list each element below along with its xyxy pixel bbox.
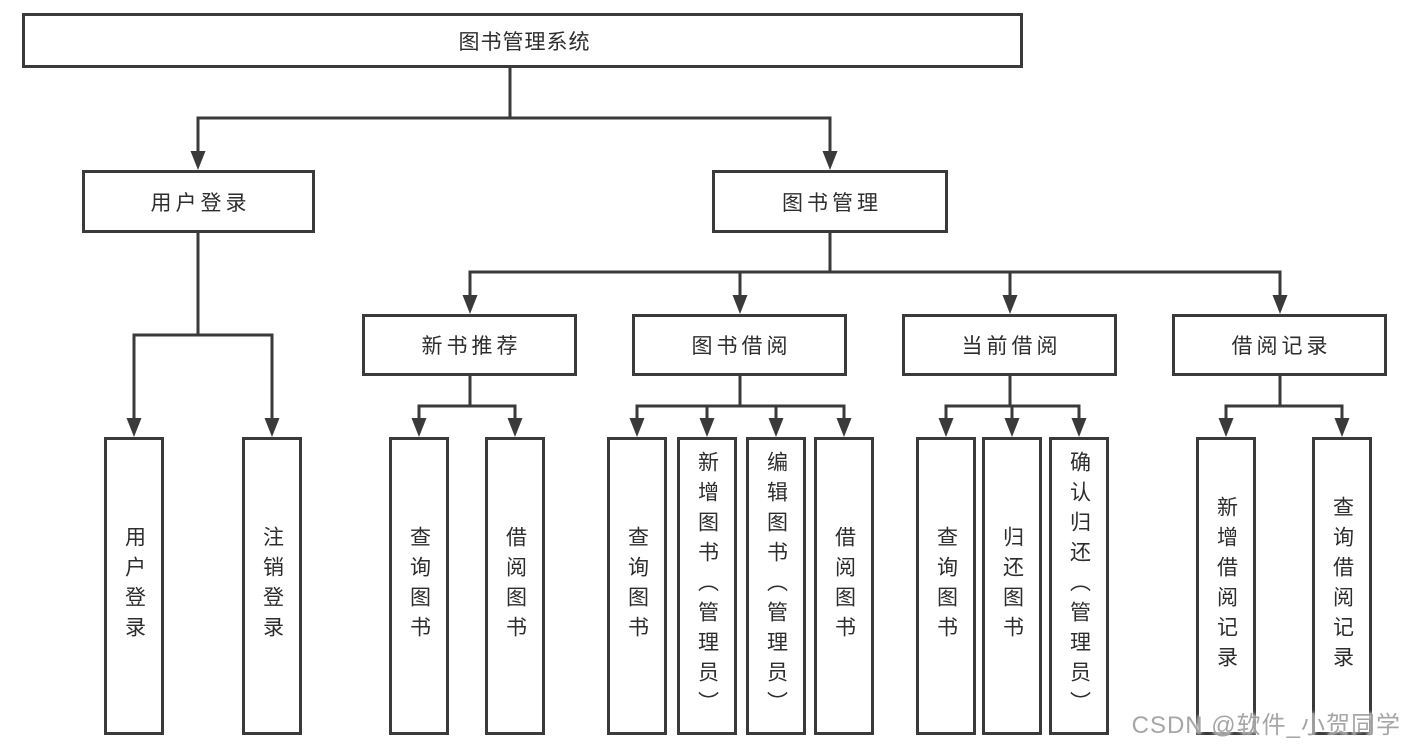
leaf-label: 查询借阅记录 bbox=[1330, 496, 1354, 676]
leaf-label: 借阅图书 bbox=[503, 526, 527, 646]
leaf-label: 确认归还（管理员） bbox=[1067, 451, 1091, 721]
node-label: 新书推荐 bbox=[421, 335, 522, 358]
node-label: 借阅记录 bbox=[1231, 335, 1332, 358]
node-book-borrowing: 图书借阅 bbox=[632, 314, 847, 376]
leaf-label: 查询图书 bbox=[625, 526, 649, 646]
leaf-borrowing-borrow-books: 借阅图书 bbox=[814, 437, 874, 735]
node-new-book-recommendation: 新书推荐 bbox=[362, 314, 577, 376]
node-library-management-system: 图书管理系统 bbox=[22, 13, 1023, 68]
leaf-label: 编辑图书（管理员） bbox=[764, 451, 788, 721]
leaf-recommend-query-books: 查询图书 bbox=[389, 437, 449, 735]
leaf-recommend-borrow-books: 借阅图书 bbox=[485, 437, 545, 735]
leaf-label: 查询图书 bbox=[407, 526, 431, 646]
node-label: 图书管理系统 bbox=[458, 30, 591, 54]
node-label: 图书管理 bbox=[782, 191, 882, 215]
leaf-borrowing-query-books: 查询图书 bbox=[607, 437, 667, 735]
leaf-label: 用户登录 bbox=[122, 526, 146, 646]
leaf-label: 归还图书 bbox=[1000, 526, 1024, 646]
node-borrowing-records: 借阅记录 bbox=[1172, 314, 1387, 376]
leaf-label: 借阅图书 bbox=[832, 526, 856, 646]
leaf-label: 新增借阅记录 bbox=[1214, 496, 1238, 676]
leaf-borrowing-add-book-admin: 新增图书（管理员） bbox=[677, 437, 737, 735]
node-user-login: 用户登录 bbox=[82, 170, 315, 233]
node-label: 图书借阅 bbox=[691, 335, 792, 358]
node-book-management: 图书管理 bbox=[712, 170, 948, 233]
leaf-logout: 注销登录 bbox=[242, 437, 302, 735]
node-label: 用户登录 bbox=[150, 191, 251, 215]
leaf-current-return-books: 归还图书 bbox=[982, 437, 1042, 735]
leaf-records-query-borrow-record: 查询借阅记录 bbox=[1312, 437, 1372, 735]
leaf-borrowing-edit-book-admin: 编辑图书（管理员） bbox=[746, 437, 806, 735]
leaf-user-login: 用户登录 bbox=[104, 437, 164, 735]
node-label: 当前借阅 bbox=[961, 335, 1062, 358]
leaf-label: 新增图书（管理员） bbox=[695, 451, 719, 721]
leaf-label: 注销登录 bbox=[260, 526, 284, 646]
leaf-label: 查询图书 bbox=[934, 526, 958, 646]
node-current-borrowing: 当前借阅 bbox=[902, 314, 1117, 376]
watermark-csdn: CSDN @软件_小贺同学 bbox=[1131, 712, 1401, 739]
leaf-records-add-borrow-record: 新增借阅记录 bbox=[1196, 437, 1256, 735]
leaf-current-confirm-return-admin: 确认归还（管理员） bbox=[1049, 437, 1109, 735]
leaf-current-query-books: 查询图书 bbox=[916, 437, 976, 735]
